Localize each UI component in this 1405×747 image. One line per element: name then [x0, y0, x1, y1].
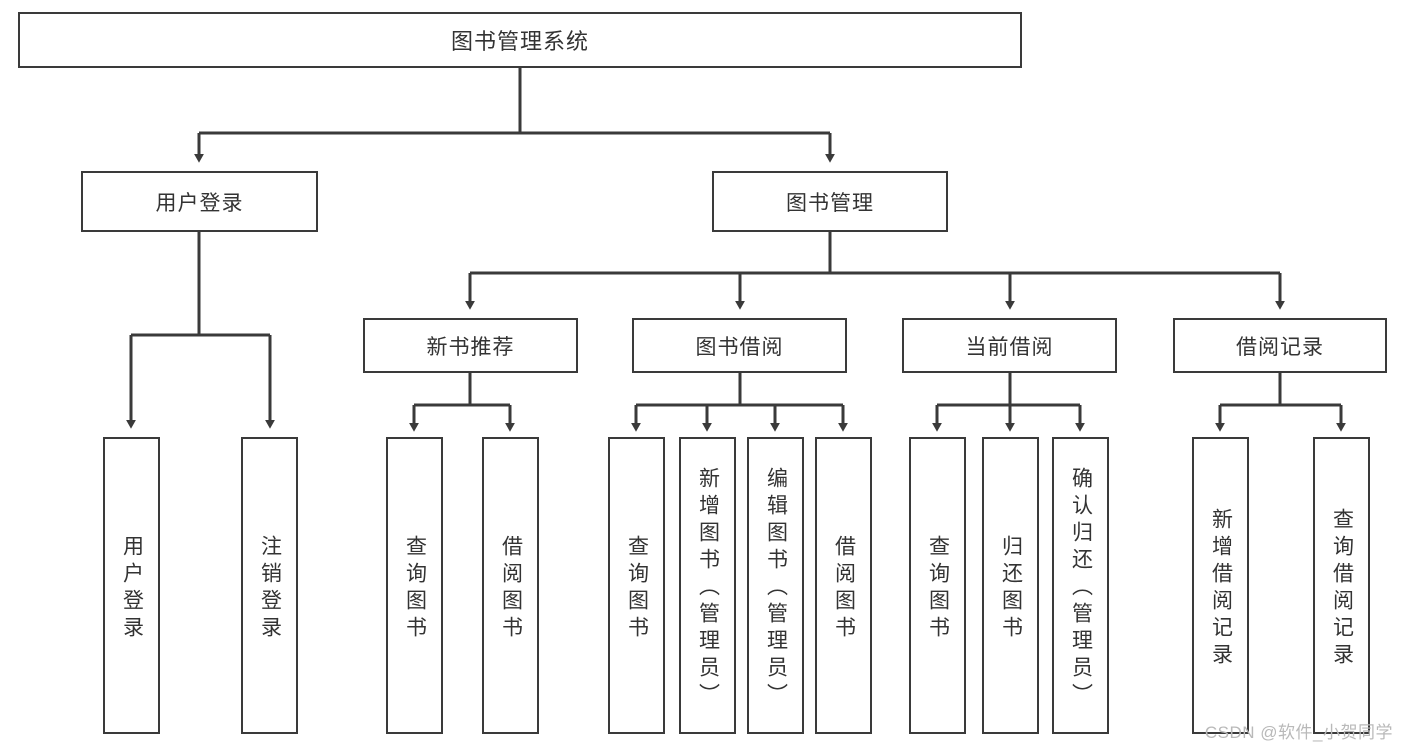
node-leaf-add-record-label: 新增借阅记录: [1209, 507, 1233, 670]
node-leaf-query-record[interactable]: 查询借阅记录: [1313, 437, 1370, 734]
node-leaf-query-book-3-label: 查询图书: [926, 534, 950, 643]
node-root[interactable]: 图书管理系统: [18, 12, 1022, 68]
node-leaf-query-book-3[interactable]: 查询图书: [909, 437, 966, 734]
node-leaf-borrow-book-2-label: 借阅图书: [832, 534, 856, 643]
node-book-manage-label: 图书管理: [786, 191, 874, 215]
node-borrow-record[interactable]: 借阅记录: [1173, 318, 1387, 373]
node-current-borrow[interactable]: 当前借阅: [902, 318, 1117, 373]
node-new-book-rec-label: 新书推荐: [426, 335, 515, 359]
csdn-watermark: CSDN @软件_小贺同学: [1204, 723, 1393, 742]
node-leaf-confirm-return-label: 确认归还（管理员）: [1069, 467, 1093, 710]
node-leaf-borrow-book-1-label: 借阅图书: [499, 534, 523, 643]
node-leaf-user-login[interactable]: 用户登录: [103, 437, 160, 734]
node-leaf-query-book-1[interactable]: 查询图书: [386, 437, 443, 734]
node-book-manage[interactable]: 图书管理: [712, 171, 948, 232]
node-leaf-query-record-label: 查询借阅记录: [1330, 507, 1354, 670]
node-leaf-borrow-book-1[interactable]: 借阅图书: [482, 437, 539, 734]
node-leaf-add-record[interactable]: 新增借阅记录: [1192, 437, 1249, 734]
node-user-login-label: 用户登录: [155, 191, 244, 215]
node-leaf-user-login-label: 用户登录: [120, 534, 144, 643]
node-leaf-add-book-label: 新增图书（管理员）: [696, 467, 720, 710]
node-book-borrow-label: 图书借阅: [695, 335, 784, 359]
node-leaf-return-book-label: 归还图书: [999, 534, 1023, 643]
node-leaf-query-book-2[interactable]: 查询图书: [608, 437, 665, 734]
node-leaf-return-book[interactable]: 归还图书: [982, 437, 1039, 734]
node-leaf-edit-book-label: 编辑图书（管理员）: [764, 467, 788, 710]
node-leaf-add-book[interactable]: 新增图书（管理员）: [679, 437, 736, 734]
node-leaf-borrow-book-2[interactable]: 借阅图书: [815, 437, 872, 734]
node-leaf-confirm-return[interactable]: 确认归还（管理员）: [1052, 437, 1109, 734]
node-root-label: 图书管理系统: [450, 29, 589, 54]
node-user-login[interactable]: 用户登录: [81, 171, 318, 232]
node-book-borrow[interactable]: 图书借阅: [632, 318, 847, 373]
node-leaf-query-book-1-label: 查询图书: [403, 534, 427, 643]
node-new-book-rec[interactable]: 新书推荐: [363, 318, 578, 373]
node-leaf-query-book-2-label: 查询图书: [625, 534, 649, 643]
node-leaf-user-logout-label: 注销登录: [258, 534, 282, 643]
node-leaf-user-logout[interactable]: 注销登录: [241, 437, 298, 734]
node-borrow-record-label: 借阅记录: [1236, 335, 1324, 359]
node-current-borrow-label: 当前借阅: [965, 335, 1054, 359]
node-leaf-edit-book[interactable]: 编辑图书（管理员）: [747, 437, 804, 734]
